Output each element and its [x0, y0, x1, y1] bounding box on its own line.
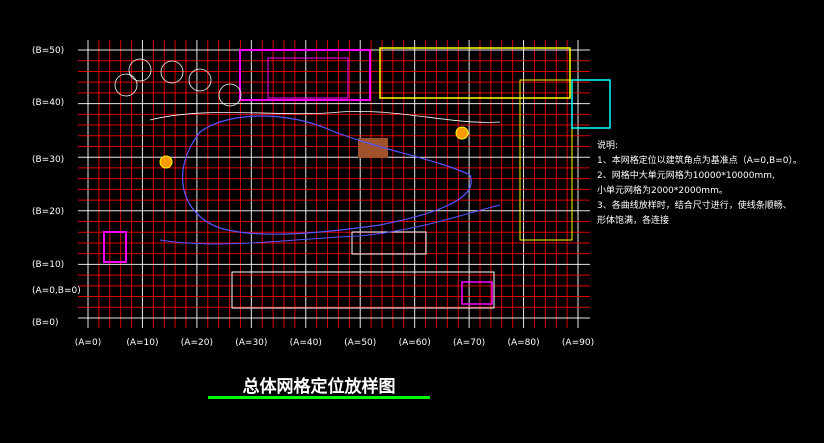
tree-symbol	[160, 60, 184, 84]
x-axis-label: (A=50)	[344, 338, 376, 348]
x-axis-label: (A=40)	[290, 338, 322, 348]
building-side	[519, 79, 573, 241]
path-curve	[149, 111, 501, 123]
y-axis-labels: (B=50) (B=40) (B=30) (B=20) (B=10) (A=0,B=0) (…	[32, 46, 81, 328]
note-line: 形体饱满，各连接	[597, 216, 670, 226]
legend-box	[571, 79, 611, 129]
x-axis-label: (A=30)	[235, 338, 267, 348]
x-axis-label: (A=20)	[181, 338, 213, 348]
y-axis-label: (B=20)	[32, 207, 64, 217]
y-axis-label: (B=30)	[32, 155, 64, 165]
title-underline	[208, 396, 430, 399]
x-axis-label: (A=0)	[75, 338, 101, 348]
building-east	[379, 47, 571, 99]
notes-panel: 说明: 1、本网格定位以建筑角点为基准点（A=0,B=0）。 2、网格中大单元网…	[597, 139, 822, 229]
x-axis-labels: (A=0) (A=10) (A=20) (A=30) (A=40) (A=50) (A=60…	[75, 338, 594, 348]
pavilion	[103, 231, 127, 263]
platform	[358, 138, 388, 158]
drawing-title: 总体网格定位放样图	[242, 377, 396, 397]
building-outline	[239, 49, 371, 101]
y-axis-label: (B=40)	[32, 98, 64, 108]
notes-heading: 说明:	[597, 141, 619, 151]
pond-outline	[182, 115, 472, 235]
marker	[455, 126, 469, 140]
building-inner	[267, 57, 349, 99]
y-axis-label: (A=0,B=0)	[32, 286, 81, 296]
note-line: 小单元网格为2000*2000mm。	[597, 186, 728, 196]
x-axis-label: (A=80)	[507, 338, 539, 348]
lower-terrace	[231, 271, 495, 309]
marker	[159, 155, 173, 169]
y-axis-label: (B=50)	[32, 46, 64, 56]
corner-structure	[461, 281, 493, 305]
x-axis-label: (A=90)	[562, 338, 594, 348]
tree-symbol	[128, 58, 152, 82]
note-line: 1、本网格定位以建筑角点为基准点（A=0,B=0）。	[597, 156, 802, 166]
x-axis-label: (A=60)	[399, 338, 431, 348]
layout-grid	[78, 40, 590, 328]
site-plan	[103, 47, 611, 309]
y-axis-label: (B=0)	[32, 318, 58, 328]
x-axis-label: (A=70)	[453, 338, 485, 348]
note-line: 3、各曲线放样时，结合尺寸进行，使线条顺畅、	[597, 201, 792, 211]
x-axis-label: (A=10)	[126, 338, 158, 348]
note-line: 2、网格中大单元网格为10000*10000mm,	[597, 171, 775, 181]
y-axis-label: (B=10)	[32, 260, 64, 270]
tree-symbol	[188, 68, 212, 92]
path-curve-lower	[159, 204, 501, 245]
tree-symbol	[114, 73, 138, 97]
tree-symbol	[218, 83, 242, 107]
